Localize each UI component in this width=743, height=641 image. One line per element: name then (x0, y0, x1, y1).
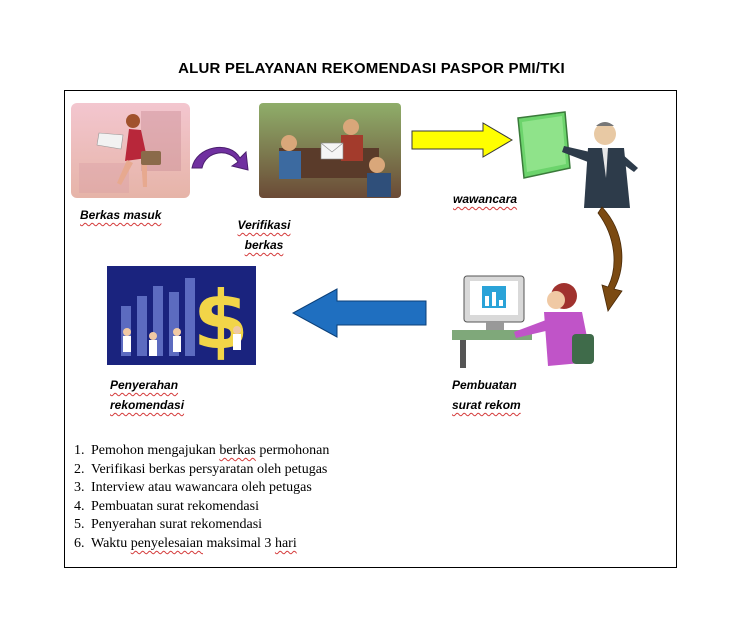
caption-pembuatan-line2: surat rekom (452, 398, 521, 412)
caption-verifikasi-berkas: Verifikasi berkas (234, 215, 294, 255)
step-flagged-word: penyelesaian (130, 535, 203, 551)
meeting-documents-clipart (259, 103, 401, 198)
caption-penyerahan-line2: rekomendasi (110, 398, 185, 412)
curved-arrow-brown (596, 205, 630, 313)
diagram-frame (64, 90, 677, 568)
caption-verifikasi-line2: berkas (244, 238, 284, 252)
step-text: Verifikasi berkas persyaratan oleh petug… (91, 461, 328, 477)
step-item: 5. Penyerahan surat rekomendasi (74, 516, 329, 535)
step-text: permohonan (255, 443, 330, 458)
step-text: Penyerahan surat rekomendasi (91, 517, 263, 533)
steps-list: 1. Pemohon mengajukan berkas permohonan 2… (74, 442, 329, 554)
step-number: 5. (74, 517, 85, 533)
step-text: Waktu (91, 535, 131, 551)
caption-pembuatan-surat-rekom: Pembuatan surat rekom (452, 375, 521, 415)
step-number: 1. (74, 443, 85, 458)
caption-wawancara-text: wawancara (453, 192, 518, 206)
caption-verifikasi-line1: Verifikasi (237, 218, 291, 232)
page-title: ALUR PELAYANAN REKOMENDASI PASPOR PMI/TK… (178, 60, 565, 77)
step-item: 3. Interview atau wawancara oleh petugas (74, 479, 329, 498)
caption-pembuatan-line1: Pembuatan (452, 378, 517, 392)
step-number: 3. (74, 480, 85, 496)
woman-walking-briefcase-clipart (71, 103, 190, 198)
woman-computer-clipart (452, 270, 600, 370)
step-flagged-word: hari (274, 535, 297, 551)
arrow-left-blue (291, 287, 428, 339)
caption-berkas-masuk-text: Berkas masuk (80, 208, 162, 222)
step-text: Pemohon mengajukan (91, 443, 220, 458)
step-item: 2. Verifikasi berkas persyaratan oleh pet… (74, 461, 329, 480)
caption-berkas-masuk: Berkas masuk (80, 205, 161, 225)
caption-penyerahan-line1: Penyerahan (110, 378, 179, 392)
step-text: maksimal 3 (203, 535, 275, 551)
presenter-board-clipart (510, 108, 650, 210)
arrow-right-yellow (411, 122, 514, 158)
step-number: 6. (74, 535, 85, 551)
step-number: 4. (74, 498, 85, 514)
curved-arrow-purple (188, 142, 256, 172)
step-item: 4. Pembuatan surat rekomendasi (74, 498, 329, 517)
svg-text:$: $ (193, 274, 249, 365)
step-text: Pembuatan surat rekomendasi (91, 498, 259, 514)
step-flagged-word: berkas (219, 443, 256, 458)
step-item: 1. Pemohon mengajukan berkas permohonan (74, 442, 329, 461)
caption-penyerahan-rekomendasi: Penyerahan rekomendasi (110, 375, 184, 415)
money-growth-chart-clipart: $ (107, 266, 256, 365)
step-item: 6. Waktu penyelesaian maksimal 3 hari (74, 535, 329, 554)
caption-wawancara: wawancara (453, 189, 517, 209)
step-number: 2. (74, 461, 85, 477)
step-text: Interview atau wawancara oleh petugas (91, 480, 312, 496)
